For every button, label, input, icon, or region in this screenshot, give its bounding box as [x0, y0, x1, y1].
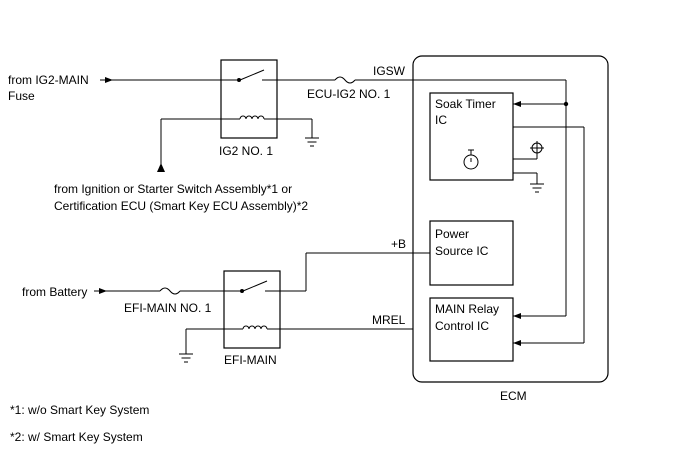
ecm: ECM Soak Timer IC Power Source IC MAIN R…	[412, 55, 609, 403]
mrel-terminal-label: MREL	[372, 313, 406, 327]
ig2-main-fuse-label: Fuse	[8, 89, 35, 103]
efi-relay-box	[223, 270, 281, 349]
efi-relay-label: EFI-MAIN	[224, 353, 277, 367]
arrow-right-icon	[105, 77, 113, 83]
efi-switch-contact	[240, 289, 244, 293]
plus-b-terminal-label: +B	[391, 237, 406, 251]
fuse-icon	[334, 76, 356, 84]
main-relay-label: MAIN Relay	[435, 302, 499, 316]
control-ic-label: Control IC	[435, 319, 489, 333]
main-relay-control-ic-box	[429, 297, 514, 362]
ig2-coil-icon	[239, 115, 265, 120]
certification-ecu-label: Certification ECU (Smart Key ECU Assembl…	[54, 199, 308, 213]
timer-icon	[463, 149, 479, 170]
ignition-source-label: from Ignition or Starter Switch Assembly…	[54, 182, 292, 196]
ig2-switch-contact	[237, 78, 241, 82]
battery-source-label: from Battery	[22, 285, 87, 299]
footnote-1: *1: w/o Smart Key System	[10, 403, 149, 417]
ig2-main-source-label: from IG2-MAIN	[8, 73, 89, 87]
arrow-up-icon	[157, 163, 165, 172]
efi-coil-icon	[242, 325, 268, 330]
ground-icon	[305, 137, 319, 147]
igsw-terminal-label: IGSW	[373, 64, 406, 78]
ecm-box	[412, 55, 609, 383]
ig2-relay-box	[220, 59, 278, 139]
soak-timer-ic-label: IC	[435, 113, 447, 127]
efi-main-fuse-label: EFI-MAIN NO. 1	[124, 301, 212, 315]
arrow-left-icon	[513, 340, 521, 346]
ecm-label: ECM	[500, 389, 527, 403]
ecu-ig2-fuse-label: ECU-IG2 NO. 1	[307, 87, 391, 101]
power-source-ic-label: Source IC	[435, 244, 489, 258]
ig2-relay-label: IG2 NO. 1	[219, 144, 273, 158]
arrow-right-icon	[99, 288, 107, 294]
arrow-left-icon	[513, 101, 521, 107]
efi-switch-blade	[242, 280, 268, 292]
ground-icon	[179, 353, 193, 363]
ig2-circuit: from IG2-MAIN Fuse IG2 NO. 1 from Igniti…	[8, 59, 413, 213]
footnote-2: *2: w/ Smart Key System	[10, 430, 143, 444]
arrow-left-icon	[513, 313, 521, 319]
ig2-switch-blade	[239, 69, 265, 81]
fuse-icon	[159, 287, 181, 295]
efi-circuit: from Battery EFI-MAIN NO. 1 MREL EFI-MAI…	[22, 237, 430, 367]
soak-timer-label: Soak Timer	[435, 97, 496, 111]
power-label: Power	[435, 227, 469, 241]
ground-icon	[530, 183, 544, 193]
soak-timer-ic-box	[429, 92, 514, 181]
